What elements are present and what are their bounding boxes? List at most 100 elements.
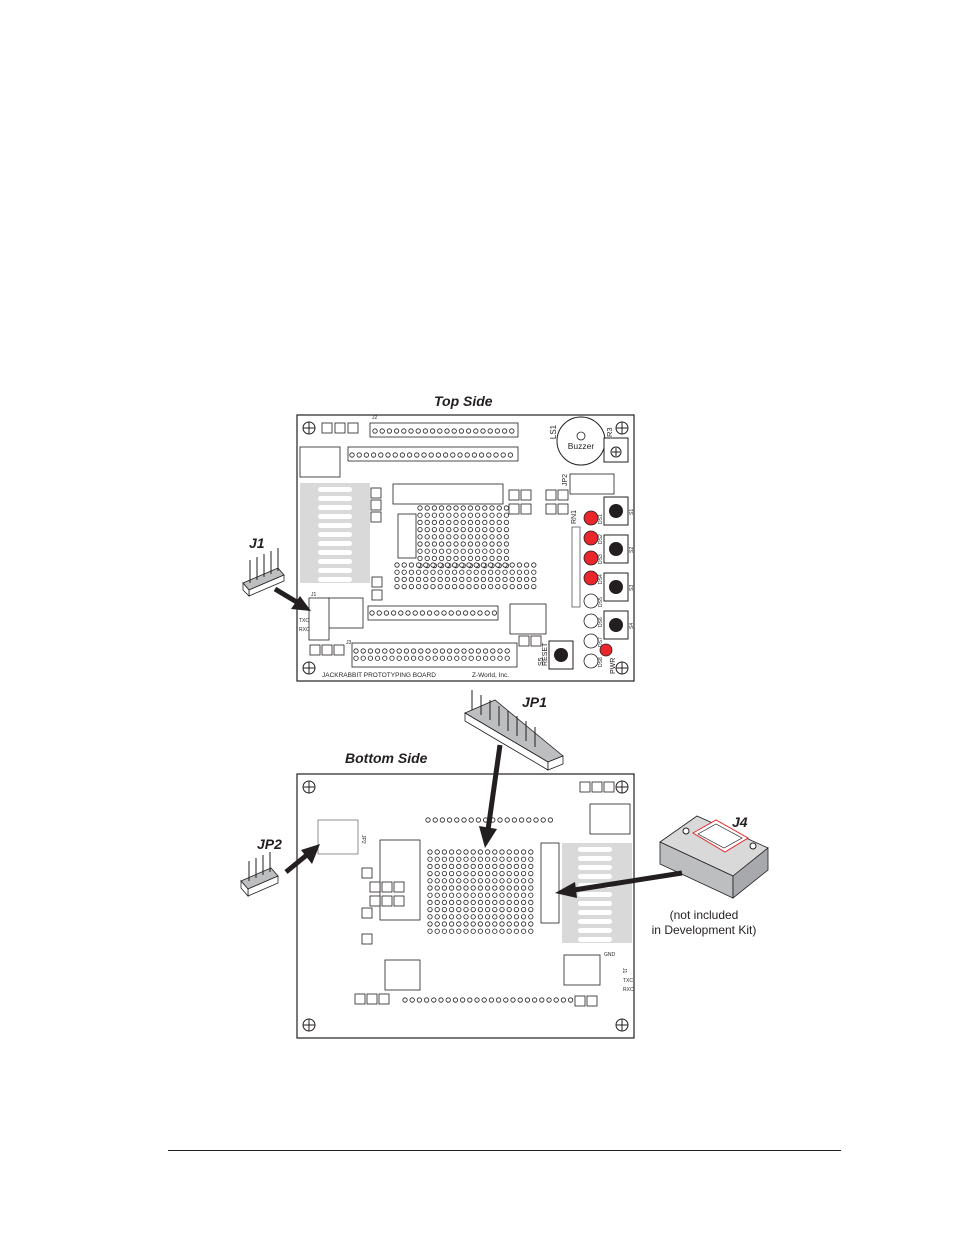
hole: [451, 569, 458, 575]
hole: [503, 555, 509, 562]
j4-callout: J4: [732, 814, 748, 830]
hole: [393, 428, 400, 434]
pad-stripe: [318, 505, 352, 510]
hole: [448, 863, 455, 870]
hole: [467, 534, 473, 540]
hole: [459, 583, 465, 590]
hole: [438, 534, 445, 540]
hole: [441, 870, 447, 877]
hole: [363, 452, 369, 458]
hole: [484, 885, 491, 891]
hole: [463, 878, 469, 884]
hole: [513, 914, 520, 920]
hole: [482, 505, 488, 511]
component: [370, 499, 382, 511]
pad-stripe: [318, 487, 352, 492]
hole: [503, 505, 509, 511]
component-blocks: [354, 781, 615, 1007]
hole: [470, 849, 476, 855]
hole: [516, 583, 523, 590]
hole: [459, 562, 465, 568]
hole: [451, 576, 458, 583]
hole: [448, 906, 455, 913]
hole: [456, 863, 462, 870]
hole: [448, 928, 455, 934]
hole: [477, 921, 483, 927]
hole: [513, 921, 520, 927]
hole: [431, 997, 437, 1003]
hole: [453, 555, 459, 562]
switch-label: S1: [629, 509, 635, 515]
hole: [516, 576, 523, 583]
hole: [470, 906, 476, 913]
mounting-hole-icon: [615, 421, 629, 435]
mounting-hole-icon: [615, 780, 629, 794]
header-strip: [392, 483, 504, 505]
hole: [451, 428, 457, 434]
led-label: DS7: [598, 637, 604, 647]
hole: [490, 655, 496, 661]
hole: [425, 648, 431, 654]
hole: [408, 428, 414, 434]
hole: [509, 562, 515, 568]
hole: [470, 863, 476, 870]
hole: [459, 576, 465, 583]
led-white: [583, 613, 599, 629]
hole: [444, 569, 450, 575]
hole: [461, 648, 467, 654]
hole: [528, 863, 534, 870]
hole: [457, 452, 463, 458]
hole: [501, 428, 508, 434]
board-name-label: JACKRABBIT PROTOTYPING BOARD: [322, 672, 436, 679]
hole: [417, 555, 423, 562]
jp2-callout: JP2: [257, 836, 282, 852]
j1-board-label-bottom: J1: [621, 968, 627, 974]
hole: [484, 921, 491, 927]
hole: [448, 878, 455, 884]
hole: [437, 583, 443, 590]
hole: [467, 505, 473, 511]
hole: [401, 576, 407, 583]
hole: [513, 906, 520, 913]
hole: [417, 548, 423, 554]
bottom-side-title: Bottom Side: [345, 750, 428, 766]
hole: [528, 849, 534, 855]
hole: [475, 655, 481, 661]
hole: [520, 892, 527, 898]
pad-stripe: [318, 496, 352, 501]
hole: [453, 519, 459, 526]
hole: [513, 856, 520, 862]
hole: [431, 548, 437, 554]
hole: [474, 534, 481, 540]
hole: [432, 648, 438, 654]
hole: [434, 899, 440, 906]
hole: [422, 428, 428, 434]
hole: [448, 610, 454, 616]
hole: [487, 562, 494, 568]
txc-label: TXC: [299, 618, 309, 624]
hole: [441, 899, 447, 906]
component: [518, 635, 530, 647]
hole: [473, 569, 479, 575]
hole: [499, 870, 505, 877]
hole: [503, 519, 509, 526]
hole: [424, 512, 430, 518]
hole: [467, 541, 473, 547]
hole: [474, 555, 481, 562]
rxc-label: RXC: [299, 627, 310, 633]
hole: [453, 534, 459, 540]
hole: [417, 519, 423, 526]
hole: [523, 583, 530, 590]
hole: [484, 899, 491, 906]
component: [361, 907, 373, 919]
hole: [499, 878, 505, 884]
hole: [398, 610, 404, 616]
hole: [394, 576, 400, 583]
rn1-label: RN1: [571, 510, 578, 524]
hole: [528, 899, 534, 906]
hole: [495, 997, 502, 1003]
hole: [438, 512, 445, 518]
hole: [511, 817, 518, 823]
